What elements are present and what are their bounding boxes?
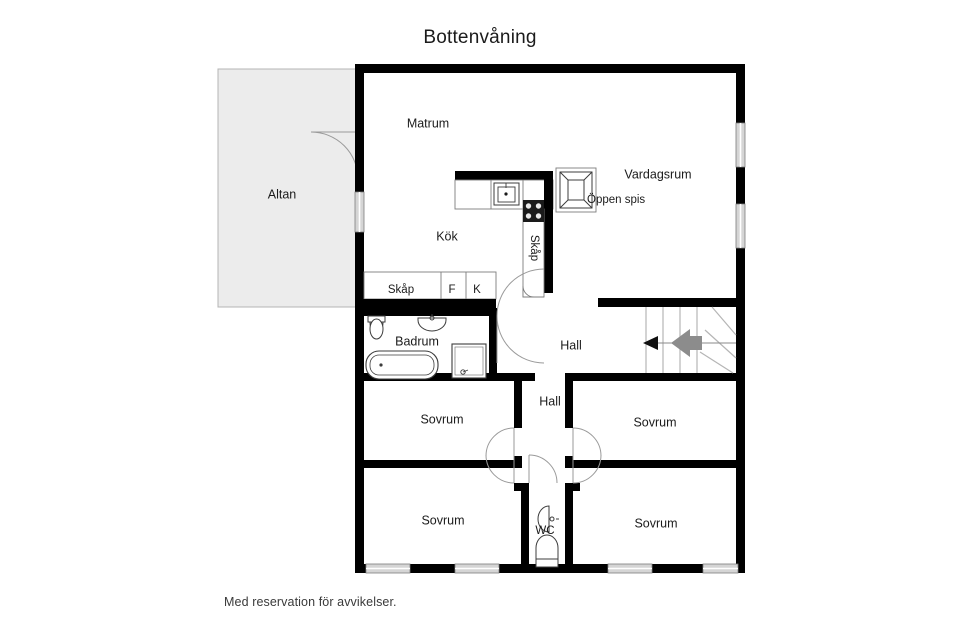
stair-direction-arrow-icon [671,329,702,357]
page-title: Bottenvåning [423,27,537,48]
room-label-skap-tall: Skåp [528,235,540,261]
window-bottom-1 [365,563,411,574]
door-swing-wc [528,454,558,484]
room-labels: Altan Matrum Vardagsrum Öppen spis Kök S… [268,116,692,537]
toilet-icon-bathroom [367,315,386,340]
outer-walls [355,64,745,573]
kitchen-fixtures [355,171,554,308]
room-label-kok: Kök [436,229,458,243]
room-label-altan: Altan [268,187,297,201]
window-bottom-4 [702,563,739,574]
room-label-skap-kitchen: Skåp [388,284,414,296]
room-label-sovrum-4: Sovrum [634,516,677,530]
window-left-1 [354,191,365,233]
stair-arrowhead-icon [643,336,658,350]
door-swings-lower [485,427,602,484]
window-bottom-2 [454,563,500,574]
stove-hob-icon [523,200,544,222]
fireplace-icon [555,167,597,213]
door-swing-sovrum-2 [572,427,602,457]
bathtub-icon [365,350,439,380]
window-bottom-3 [607,563,653,574]
room-label-hall-lower: Hall [539,394,561,408]
washbasin-icon-bathroom [417,314,447,332]
shower-tray-icon [451,343,487,379]
door-swing-sovrum-3 [485,454,515,484]
window-right-2 [735,203,746,249]
door-swing-sovrum-1 [485,427,515,457]
toilet-icon-wc [535,534,559,568]
window-right-1 [735,122,746,168]
appliance-label-fridge: K [473,284,481,296]
room-label-vardagsrum: Vardagsrum [624,167,691,181]
interior-walls-lower [355,373,745,573]
washbasin-icon-wc [537,505,559,533]
room-label-sovrum-2: Sovrum [633,415,676,429]
wc-fixtures [535,505,559,568]
room-label-wc: WC [535,525,554,537]
disclaimer-note: Med reservation för avvikelser. [224,595,397,609]
room-label-badrum: Badrum [395,334,439,348]
windows [354,122,746,574]
appliance-label-freezer: F [448,284,455,296]
bathroom-fixtures [365,314,487,380]
room-label-matrum: Matrum [407,116,449,130]
kitchen-sink-icon [493,182,520,206]
room-label-oppen-spis: Öppen spis [587,194,645,206]
room-label-sovrum-1: Sovrum [420,412,463,426]
door-swing-sovrum-4 [572,454,602,484]
room-label-hall-upper: Hall [560,338,582,352]
room-label-sovrum-3: Sovrum [421,513,464,527]
bathroom-door-swing [496,268,545,364]
staircase [643,306,737,374]
